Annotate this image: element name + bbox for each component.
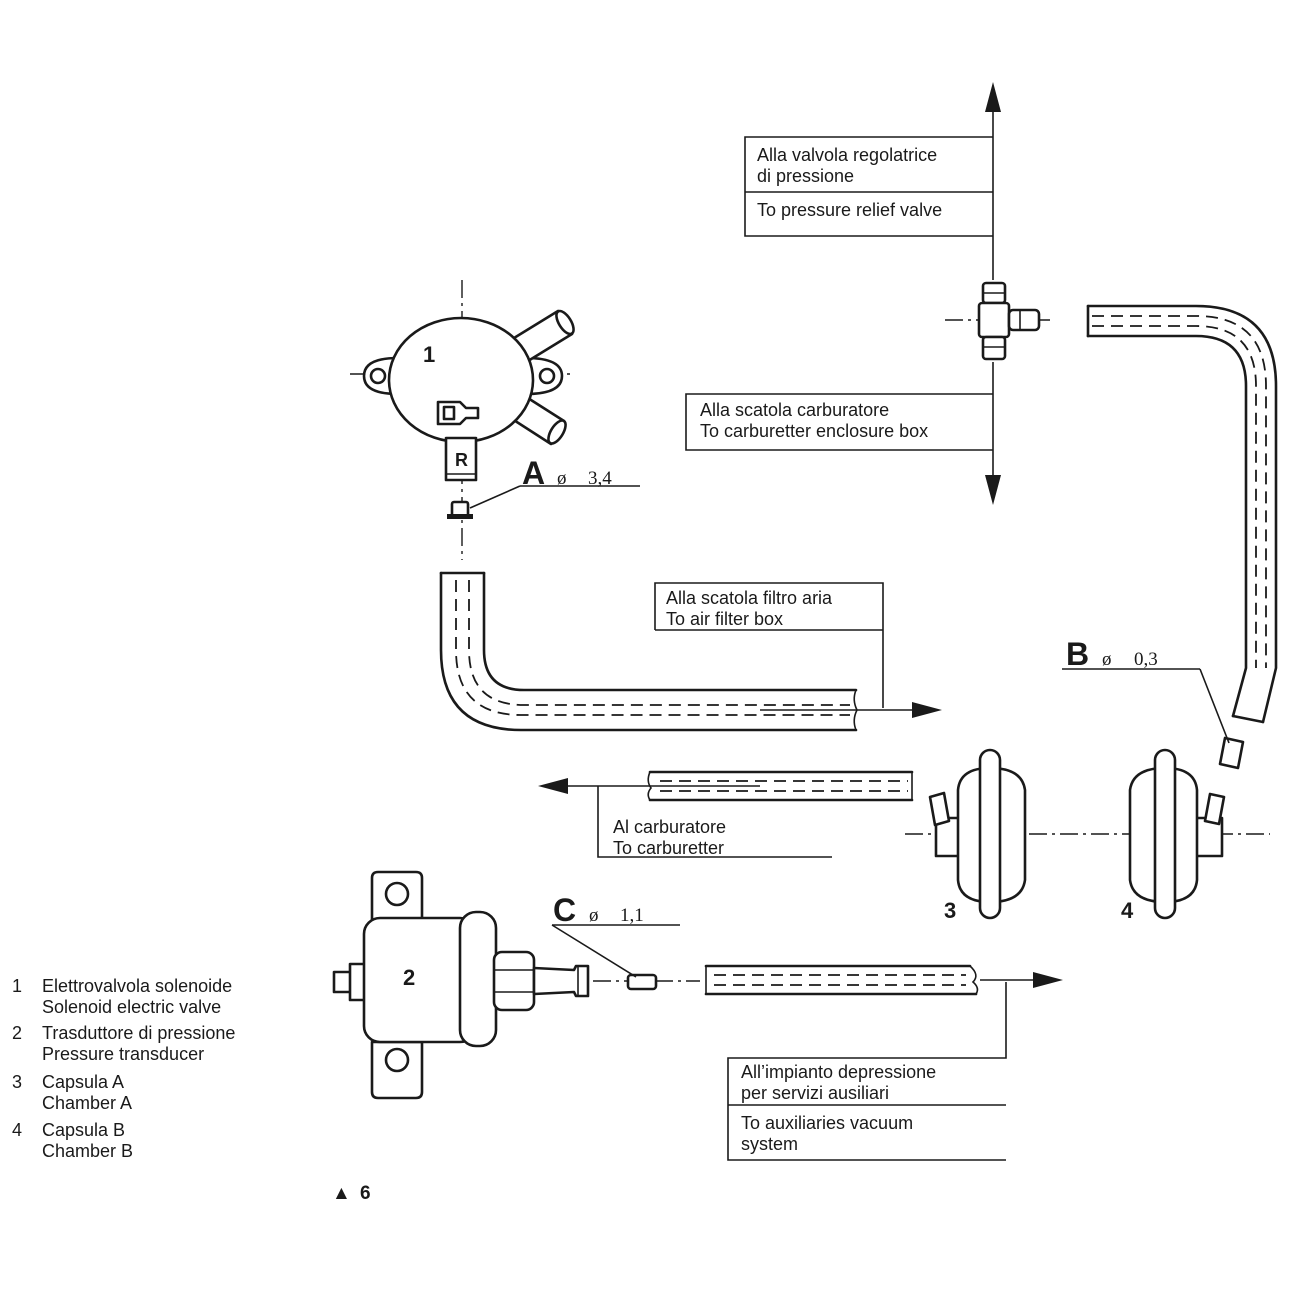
triangle-icon: ▲ (332, 1183, 351, 1204)
label-carb-box-en: To carburetter enclosure box (700, 421, 928, 441)
arrow-down-icon (985, 475, 1001, 505)
label-air-filter-en: To air filter box (666, 609, 783, 629)
label-pressure-relief-en: To pressure relief valve (757, 200, 942, 220)
label-carburettor-it: Al carburatore (613, 817, 726, 837)
legend-item-it: Capsula B (42, 1120, 125, 1140)
hose-right (1086, 304, 1278, 724)
label-air-filter-it: Alla scatola filtro aria (666, 588, 833, 608)
legend-item-number: 4 (12, 1120, 22, 1140)
legend-item-en: Pressure transducer (42, 1044, 204, 1064)
legend-item-number: 1 (12, 976, 22, 996)
legend-item-en: Solenoid electric valve (42, 997, 221, 1017)
legend-item-it: Trasduttore di pressione (42, 1023, 235, 1043)
restrictor-c-symbol: ø (589, 905, 599, 926)
chamber-a: 3 (928, 748, 1027, 923)
pressure-transducer: 2 (332, 870, 700, 1100)
solenoid-port-label: R (455, 450, 468, 470)
legend-item-number: 2 (12, 1023, 22, 1043)
chamber-b: 4 (1121, 748, 1226, 923)
figure-number-label: 6 (360, 1183, 371, 1204)
solenoid-valve: R 1 (350, 280, 575, 560)
restrictor-c: C ø 1,1 (551, 892, 680, 991)
arrow-right-icon (912, 702, 942, 718)
legend-item: 2 Trasduttore di pressione Pressure tran… (12, 1023, 235, 1064)
arrow-left-icon (538, 778, 568, 794)
label-box-auxiliaries: All’impianto depressione per servizi aus… (727, 982, 1007, 1161)
restrictor-b-letter: B (1066, 636, 1089, 672)
label-carb-box-it: Alla scatola carburatore (700, 400, 889, 420)
restrictor-c-letter: C (553, 892, 576, 928)
label-aux-en-1: To auxiliaries vacuum (741, 1113, 913, 1133)
label-pressure-relief-it-2: di pressione (757, 166, 854, 186)
legend: 1 Elettrovalvola solenoide Solenoid elec… (12, 976, 235, 1161)
legend-item-en: Chamber B (42, 1141, 133, 1161)
restrictor-a-symbol: ø (557, 468, 567, 489)
legend-item-it: Capsula A (42, 1072, 124, 1092)
legend-item: 1 Elettrovalvola solenoide Solenoid elec… (12, 976, 232, 1017)
hose-carburettor (538, 770, 914, 802)
label-pressure-relief-it-1: Alla valvola regolatrice (757, 145, 937, 165)
restrictor-c-size: 1,1 (620, 905, 644, 926)
label-box-carb-enclosure: Alla scatola carburatore To carburetter … (685, 393, 993, 451)
hose-auxiliaries (704, 964, 1063, 996)
legend-item: 4 Capsula B Chamber B (12, 1120, 133, 1161)
legend-item-number: 3 (12, 1072, 22, 1092)
restrictor-a-letter: A (522, 455, 545, 491)
label-box-pressure-relief: Alla valvola regolatrice di pressione To… (744, 136, 993, 237)
restrictor-b-size: 0,3 (1134, 649, 1158, 670)
hose-air-filter (439, 571, 942, 732)
restrictor-a-size: 3,4 (588, 468, 612, 489)
chamber-a-number: 3 (944, 898, 956, 923)
restrictor-a: A ø 3,4 (447, 455, 640, 519)
arrow-right-icon (1033, 972, 1063, 988)
figure-number: ▲ 6 (332, 1183, 371, 1204)
transducer-number: 2 (403, 965, 415, 990)
arrow-up-icon (985, 82, 1001, 112)
solenoid-number: 1 (423, 342, 435, 367)
legend-item: 3 Capsula A Chamber A (12, 1072, 132, 1113)
label-aux-it-2: per servizi ausiliari (741, 1083, 889, 1103)
tee-fitting (977, 281, 1041, 361)
label-box-carburettor: Al carburatore To carburetter (597, 786, 832, 858)
chamber-b-number: 4 (1121, 898, 1134, 923)
restrictor-b: B ø 0,3 (1062, 636, 1245, 770)
legend-item-en: Chamber A (42, 1093, 132, 1113)
label-carburettor-en: To carburetter (613, 838, 724, 858)
legend-item-it: Elettrovalvola solenoide (42, 976, 232, 996)
label-aux-it-1: All’impianto depressione (741, 1062, 936, 1082)
restrictor-b-symbol: ø (1102, 649, 1112, 670)
label-box-air-filter: Alla scatola filtro aria To air filter b… (654, 582, 884, 708)
label-aux-en-2: system (741, 1134, 798, 1154)
